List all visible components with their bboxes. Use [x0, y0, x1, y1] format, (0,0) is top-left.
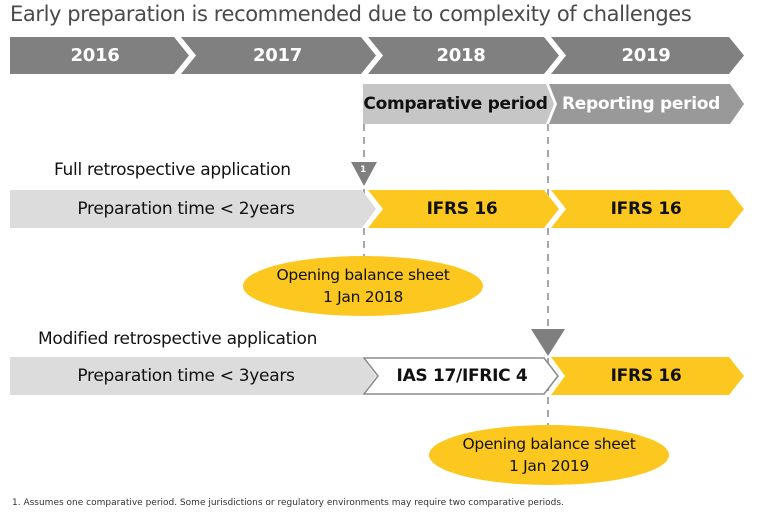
comparative-period-label: Comparative period — [363, 94, 548, 114]
modified-retrospective-heading: Modified retrospective application — [38, 329, 318, 349]
year-label-2018: 2018 — [436, 45, 486, 66]
marker-triangle-2 — [531, 329, 565, 356]
diagram-title: Early preparation is recommended due to … — [10, 2, 692, 26]
opening-balance-2019-line1: Opening balance sheet — [462, 435, 636, 453]
prep-time-3y-block — [10, 357, 376, 395]
year-label-2016: 2016 — [70, 45, 120, 66]
year-chevron-2016 — [10, 37, 189, 74]
ifrs16-2019-label: IFRS 16 — [610, 199, 682, 219]
full-retrospective-bar — [10, 190, 744, 228]
prep-time-3y-label: Preparation time < 3years — [77, 366, 295, 386]
year-chevron-2018 — [368, 37, 559, 74]
ifrs16-2018-block — [368, 190, 559, 228]
modified-retrospective-bar — [10, 357, 744, 395]
ifrs16-2018-label: IFRS 16 — [426, 199, 498, 219]
reporting-period-block — [549, 84, 744, 124]
opening-balance-2018-ellipse — [243, 256, 483, 316]
year-chevron-2017 — [181, 37, 376, 74]
year-label-2019: 2019 — [621, 45, 671, 66]
full-retrospective-heading: Full retrospective application — [54, 160, 291, 180]
opening-balance-2019-line2: 1 Jan 2019 — [508, 457, 590, 475]
opening-balance-2019-ellipse — [429, 425, 669, 485]
comparative-period-block — [363, 84, 554, 124]
ifrs16-modified-block — [551, 357, 744, 395]
footnote-marker-1: 1 — [360, 165, 367, 175]
period-bar — [363, 84, 744, 124]
opening-balance-2018-line2: 1 Jan 2018 — [322, 288, 404, 306]
year-chevron-2019 — [551, 37, 744, 74]
opening-balance-2019-text: Opening balance sheet 1 Jan 2019 — [429, 430, 669, 480]
opening-balance-2018-text: Opening balance sheet 1 Jan 2018 — [243, 261, 483, 311]
year-label-2017: 2017 — [253, 45, 302, 66]
footnote: 1. Assumes one comparative period. Some … — [12, 498, 564, 508]
ifrs16-modified-label: IFRS 16 — [610, 366, 682, 386]
reporting-period-label: Reporting period — [562, 94, 720, 114]
ifrs16-2019-block — [551, 190, 744, 228]
opening-balance-2018-line1: Opening balance sheet — [276, 266, 450, 284]
year-bar — [10, 37, 744, 74]
marker-triangle-1 — [351, 162, 377, 186]
prep-time-2y-label: Preparation time < 2years — [77, 199, 295, 219]
prep-time-2y-block — [10, 190, 376, 228]
ias17-ifric4-block — [362, 357, 560, 395]
ias17-ifric4-label: IAS 17/IFRIC 4 — [396, 366, 528, 386]
